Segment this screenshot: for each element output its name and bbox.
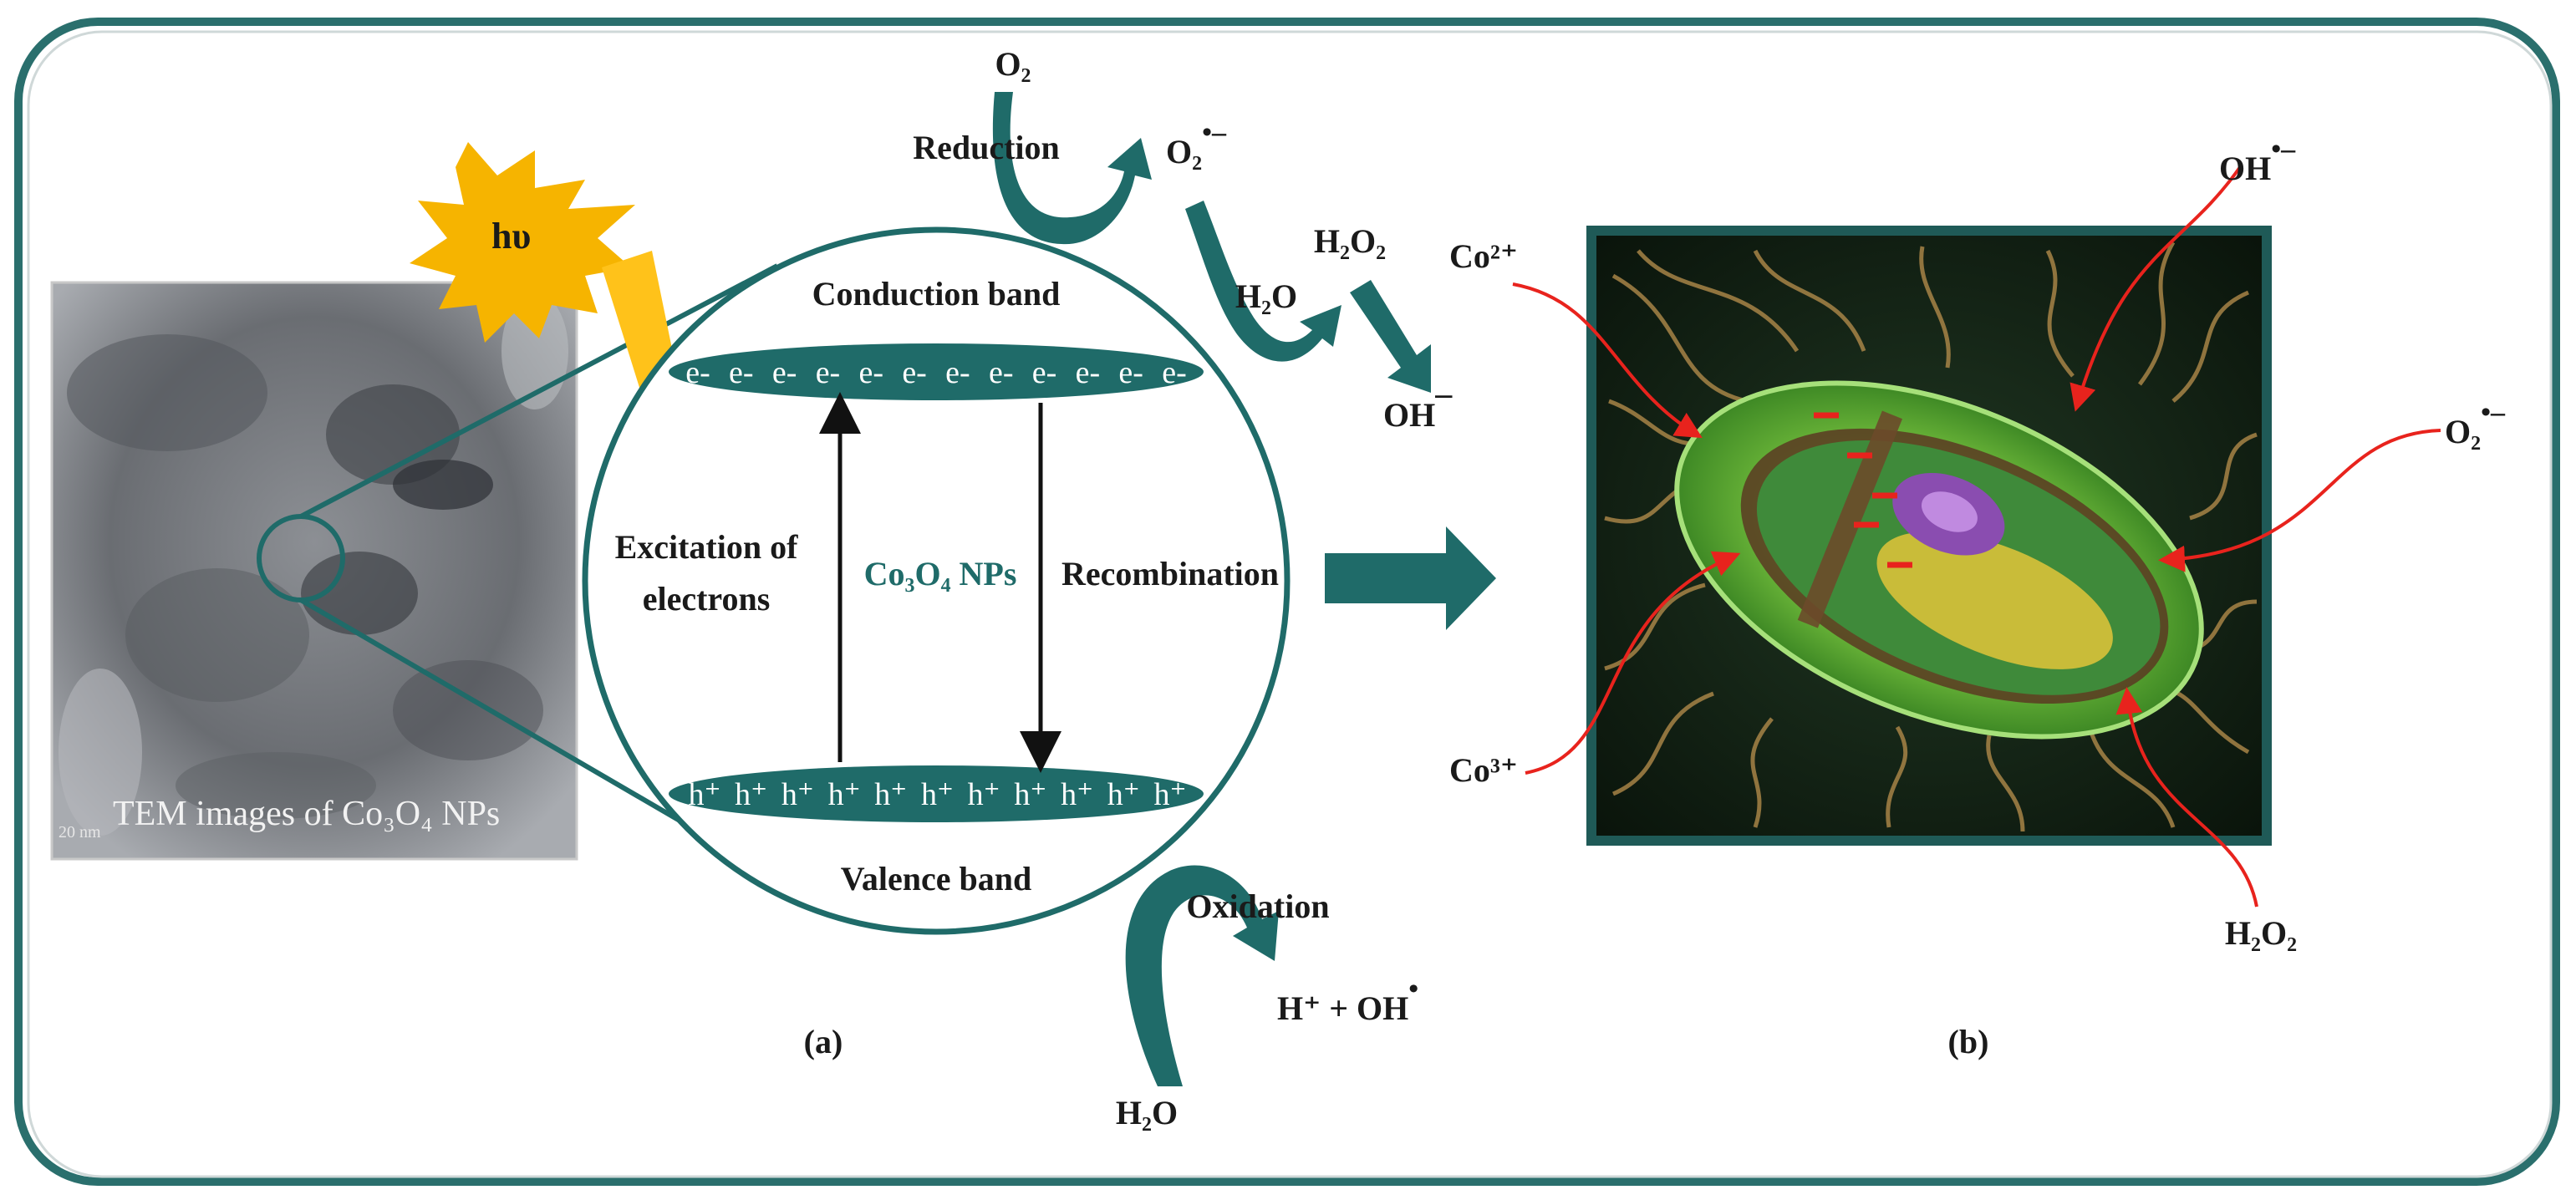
electron: e- [945,355,970,390]
panel-b-label: (b) [1948,1023,1989,1060]
conduction-band-label: Conduction band [812,275,1061,313]
co3-label: Co³⁺ [1449,751,1518,789]
electron: e- [729,355,754,390]
excitation-label-1: Excitation of [615,528,799,566]
hole: h⁺ [688,777,720,812]
o2-radical-text: O₂ [2445,413,2481,450]
hole: h⁺ [921,777,954,812]
hole: h⁺ [828,777,861,812]
electron-row: e-e-e-e-e-e-e-e-e-e-e-e- [685,355,1187,390]
bacteria-illustration [1586,226,2272,846]
superoxide-label: O₂•– [1166,117,1227,170]
oh-radical-label: OH•– [2219,134,2296,187]
co3-arrow [1525,551,1741,775]
sun-icon: hυ [410,142,635,343]
outer-frame-shadow [27,30,2553,1178]
oh-minus-text: OH [1383,396,1435,434]
hole-row: h⁺ h⁺ h⁺ h⁺ h⁺ h⁺ h⁺ h⁺ h⁺ h⁺ h⁺ [688,777,1186,812]
electron: e- [1076,355,1101,390]
conduction-band [669,343,1204,400]
electron: e- [1162,355,1187,390]
co2-label: Co²⁺ [1449,237,1518,275]
oh-minus-sup: – [1434,374,1453,412]
tem-scale-bar: 20 nm [59,823,101,842]
reduction-arrow [992,92,1152,245]
zoom-line-top [299,263,779,519]
hole: h⁺ [1153,777,1186,812]
h2o-bottom-label: H₂O [1116,1094,1178,1131]
h2o-top-label: H₂O [1235,277,1297,315]
excitation-label-2: electrons [643,580,771,618]
hole: h⁺ [1014,777,1046,812]
o2-radical-arrow [2158,429,2441,572]
o2-label: O₂ [995,45,1031,83]
band-structure-circle [582,226,1291,935]
h2o-arrow [1185,201,1341,362]
o2-radical-sup: •– [2481,397,2506,428]
oh-radical-sup: •– [2271,134,2296,165]
h2o2-top-label: H₂O₂ [1314,222,1386,260]
h2o2-to-oh-arrow [1350,280,1431,393]
electron: e- [1032,355,1057,390]
valence-band [669,765,1204,822]
oxidation-arrow [1125,865,1279,1086]
tem-image: 20 nm TEM images of Co₃O₄ NPs [50,281,578,861]
panel-transition-arrow [1325,526,1496,630]
electron: e- [902,355,927,390]
superoxide-sup: •– [1202,117,1227,148]
panel-a-label: (a) [804,1023,843,1060]
valence-band-label: Valence band [841,860,1032,897]
electron: e- [772,355,797,390]
reduction-label: Reduction [913,129,1060,166]
tem-caption: TEM images of Co₃O₄ NPs [113,795,500,833]
superoxide-text: O₂ [1166,133,1202,170]
recombination-label: Recombination [1061,555,1279,592]
electron: e- [989,355,1014,390]
electron: e- [1118,355,1143,390]
hole: h⁺ [781,777,814,812]
oh-minus-label: OH– [1383,374,1453,434]
co2-arrow [1512,282,1703,439]
photon-label: hυ [491,216,531,257]
h-oh-label: H⁺ + OH• [1277,974,1418,1027]
material-label: Co₃O₄ NPs [864,555,1017,592]
hole: h⁺ [874,777,907,812]
hole: h⁺ [735,777,767,812]
electron: e- [685,355,710,390]
electron: e- [859,355,884,390]
hole: h⁺ [1061,777,1093,812]
h-oh-text: H⁺ + OH [1277,989,1408,1027]
hole: h⁺ [1107,777,1140,812]
oxidation-label: Oxidation [1186,887,1329,925]
hole: h⁺ [968,777,1000,812]
oh-radical-text: OH [2219,150,2271,187]
h2o2-label: H₂O₂ [2225,914,2297,952]
h2o2-arrow [2115,687,2258,908]
oh-radical-arrow [2069,165,2242,412]
h-oh-sup: • [1408,974,1418,1004]
electron: e- [816,355,841,390]
o2-radical-label: O₂•– [2445,397,2506,450]
